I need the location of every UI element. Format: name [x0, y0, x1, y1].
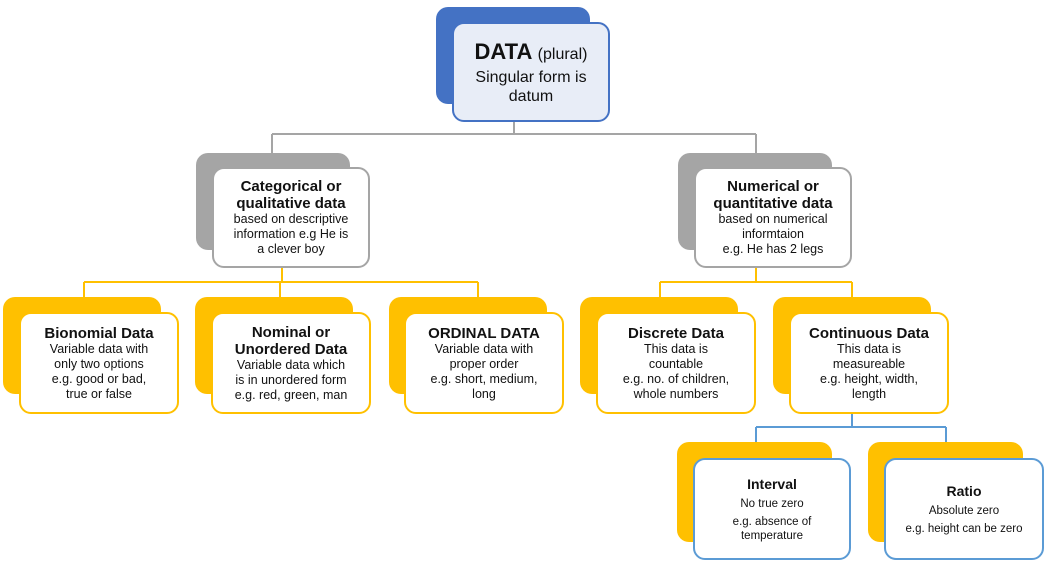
continuous-node: Continuous Data This data is measureable…: [789, 312, 949, 414]
root-node: DATA (plural) Singular form is datum: [452, 22, 610, 122]
numerical-desc3: e.g. He has 2 legs: [722, 242, 824, 256]
continuous-desc1: This data is: [837, 341, 901, 356]
root-title-line: DATA (plural): [475, 39, 588, 68]
nominal-desc1: Variable data which: [236, 357, 346, 372]
gray-connectors: [271, 120, 757, 154]
ratio-desc1: Absolute zero: [928, 504, 1000, 517]
continuous-title: Continuous Data: [809, 324, 929, 342]
discrete-node: Discrete Data This data is countable e.g…: [596, 312, 756, 414]
numerical-title2: quantitative data: [713, 195, 833, 212]
categorical-desc3: a clever boy: [257, 242, 325, 256]
categorical-desc1: based on descriptive: [233, 212, 349, 226]
blue-connectors: [755, 414, 947, 443]
interval-desc3: temperature: [740, 529, 803, 542]
discrete-title: Discrete Data: [628, 324, 724, 342]
discrete-desc2: countable: [648, 356, 704, 371]
nominal-desc3: e.g. red, green, man: [234, 387, 348, 402]
categorical-title1: Categorical or: [240, 178, 342, 195]
interval-desc2: e.g. absence of: [732, 515, 812, 528]
ratio-title: Ratio: [946, 482, 982, 499]
categorical-title2: qualitative data: [236, 195, 346, 212]
nominal-desc2: is in unordered form: [235, 372, 347, 387]
nominal-title2: Unordered Data: [234, 340, 348, 358]
interval-title: Interval: [747, 475, 797, 492]
nominal-node: Nominal or Unordered Data Variable data …: [211, 312, 371, 414]
root-title: DATA: [474, 38, 532, 64]
ordinal-desc2: proper order: [449, 356, 519, 371]
root-desc-line2: datum: [508, 87, 554, 105]
discrete-desc4: whole numbers: [633, 386, 719, 401]
ordinal-desc1: Variable data with: [434, 341, 534, 356]
ratio-node: Ratio Absolute zero e.g. height can be z…: [884, 458, 1044, 560]
interval-desc1: No true zero: [740, 497, 804, 510]
numerical-title1: Numerical or: [727, 178, 819, 195]
binomial-desc3: e.g. good or bad,: [51, 371, 147, 386]
ordinal-desc4: long: [472, 386, 496, 401]
discrete-desc3: e.g. no. of children,: [622, 371, 730, 386]
binomial-node: Bionomial Data Variable data with only t…: [19, 312, 179, 414]
categorical-node: Categorical or qualitative data based on…: [212, 167, 370, 268]
binomial-desc1: Variable data with: [49, 341, 149, 356]
root-desc-line1: Singular form is: [475, 68, 587, 86]
ordinal-desc3: e.g. short, medium,: [430, 371, 538, 386]
continuous-desc4: length: [851, 386, 887, 401]
ordinal-node: ORDINAL DATA Variable data with proper o…: [404, 312, 564, 414]
root-plural: (plural): [537, 45, 588, 63]
numerical-desc1: based on numerical: [718, 212, 828, 226]
gold-connectors: [83, 266, 853, 297]
ordinal-title: ORDINAL DATA: [428, 324, 540, 342]
continuous-desc2: measureable: [832, 356, 906, 371]
binomial-title: Bionomial Data: [44, 324, 154, 342]
binomial-desc4: true or false: [65, 386, 132, 401]
continuous-desc3: e.g. height, width,: [820, 371, 918, 386]
ratio-desc2: e.g. height can be zero: [905, 522, 1023, 535]
binomial-desc2: only two options: [54, 356, 144, 371]
nominal-title1: Nominal or: [251, 323, 331, 341]
discrete-desc1: This data is: [644, 341, 708, 356]
interval-node: Interval No true zero e.g. absence of te…: [693, 458, 851, 560]
numerical-desc2: informtaion: [742, 227, 804, 241]
numerical-node: Numerical or quantitative data based on …: [694, 167, 852, 268]
categorical-desc2: information e.g He is: [233, 227, 349, 241]
